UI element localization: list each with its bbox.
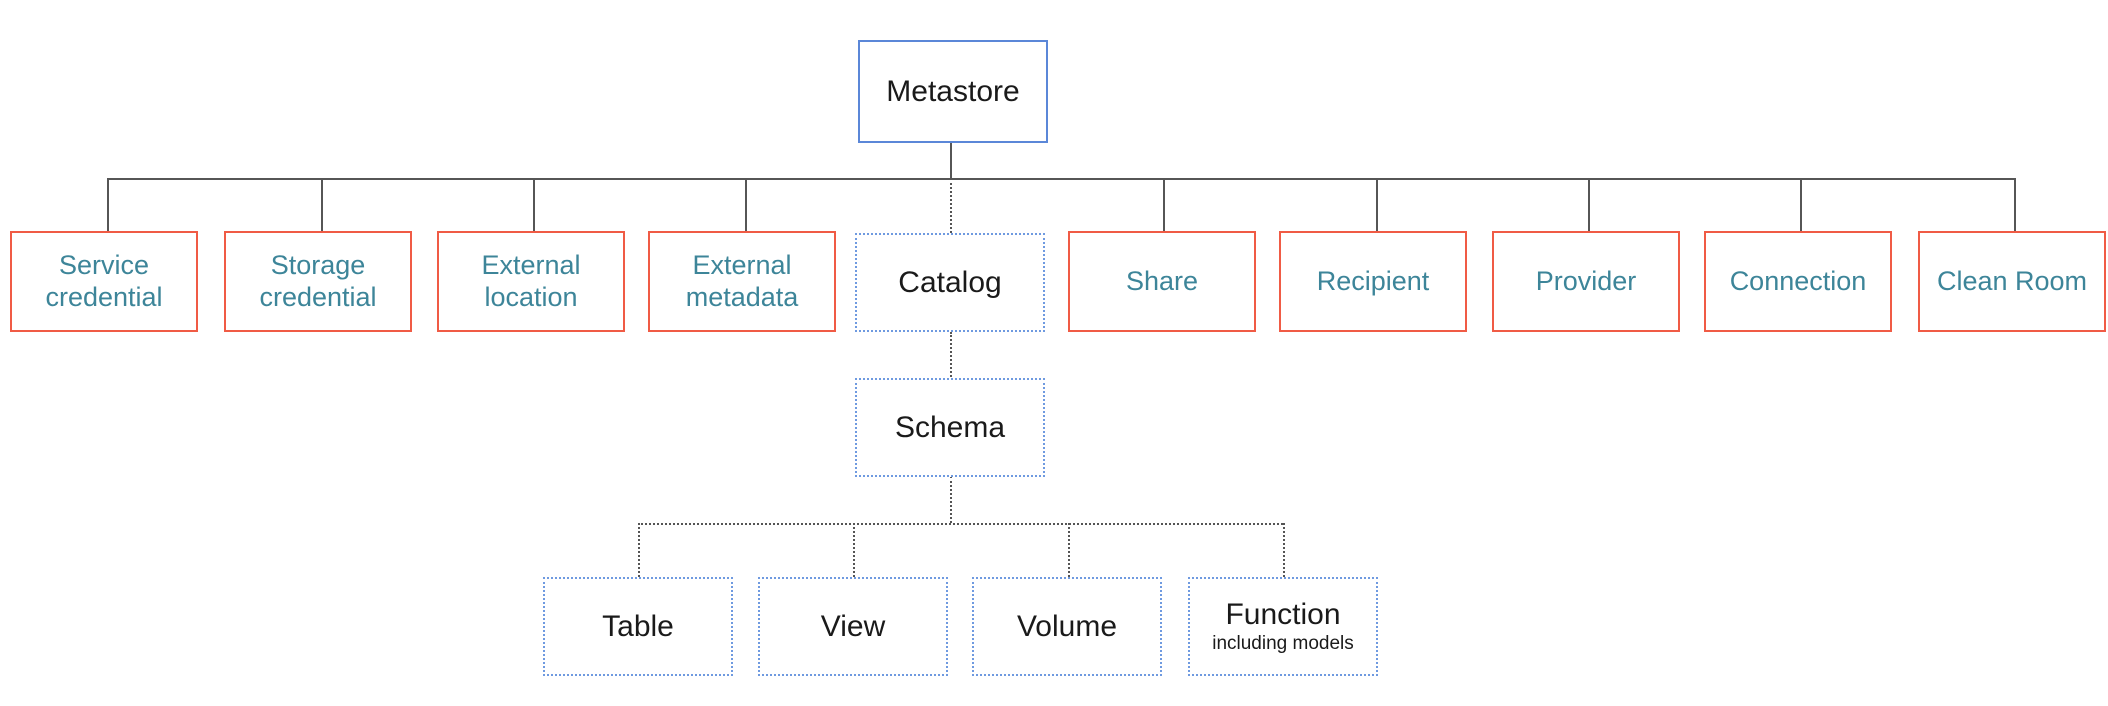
connector-drop-provider [1588, 178, 1590, 231]
node-storage-credential-label: Storage credential [259, 249, 377, 312]
node-external-metadata[interactable]: External metadata [648, 231, 836, 332]
connector-drop-storage-credential [321, 178, 323, 231]
node-share[interactable]: Share [1068, 231, 1256, 332]
node-recipient[interactable]: Recipient [1279, 231, 1467, 332]
node-provider-label: Provider [1535, 265, 1637, 296]
connector-drop-clean-room [2014, 178, 2016, 231]
node-connection[interactable]: Connection [1704, 231, 1892, 332]
node-volume-label: Volume [1016, 609, 1118, 643]
connector-drop-table [638, 523, 640, 577]
node-catalog-label: Catalog [898, 265, 1002, 299]
node-clean-room[interactable]: Clean Room [1918, 231, 2106, 332]
node-catalog[interactable]: Catalog [855, 233, 1045, 332]
connector-drop-view [853, 523, 855, 577]
node-provider[interactable]: Provider [1492, 231, 1680, 332]
connector-drop-recipient [1376, 178, 1378, 231]
connector-drop-service-credential [107, 178, 109, 231]
node-service-credential[interactable]: Service credential [10, 231, 198, 332]
node-recipient-label: Recipient [1316, 265, 1430, 296]
node-table-label: Table [602, 609, 674, 643]
connector-drop-external-location [533, 178, 535, 231]
connector-drop-connection [1800, 178, 1802, 231]
node-connection-label: Connection [1729, 265, 1867, 296]
connector-drop-external-metadata [745, 178, 747, 231]
node-share-label: Share [1125, 265, 1199, 296]
node-external-location[interactable]: External location [437, 231, 625, 332]
node-external-location-label: External location [481, 249, 581, 312]
node-service-credential-label: Service credential [45, 249, 163, 312]
connector-schema-stem [950, 476, 952, 523]
node-view-label: View [820, 609, 886, 643]
node-view[interactable]: View [758, 577, 948, 676]
connector-metastore-stem [950, 143, 952, 179]
node-volume[interactable]: Volume [972, 577, 1162, 676]
node-clean-room-label: Clean Room [1936, 265, 2088, 296]
connector-schema-bus [638, 523, 1283, 525]
node-metastore-label: Metastore [886, 74, 1020, 108]
connector-drop-function [1283, 523, 1285, 577]
node-schema-label: Schema [894, 410, 1006, 444]
connector-drop-volume [1068, 523, 1070, 577]
connector-catalog-to-schema [950, 332, 952, 385]
node-external-metadata-label: External metadata [685, 249, 799, 312]
connector-drop-catalog [950, 178, 952, 233]
node-function-sublabel: including models [1212, 633, 1354, 655]
connector-main-bus [107, 178, 2016, 180]
node-schema[interactable]: Schema [855, 378, 1045, 477]
connector-drop-share [1163, 178, 1165, 231]
node-function[interactable]: Function including models [1188, 577, 1378, 676]
node-table[interactable]: Table [543, 577, 733, 676]
node-storage-credential[interactable]: Storage credential [224, 231, 412, 332]
node-function-label: Function [1225, 598, 1341, 632]
node-metastore[interactable]: Metastore [858, 40, 1048, 143]
